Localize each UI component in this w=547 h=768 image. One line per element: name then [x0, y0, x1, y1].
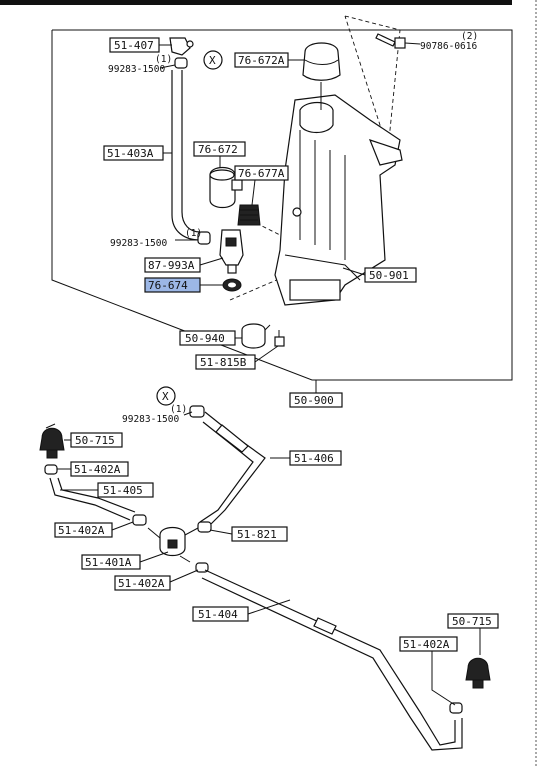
- label-76-677A: 76-677A: [234, 165, 289, 181]
- hose-sleeve: [215, 424, 249, 453]
- clip-joint-left: [132, 514, 147, 526]
- label-50-715-right: 50-715: [447, 613, 499, 629]
- svg-text:87-993A: 87-993A: [148, 259, 195, 272]
- svg-text:51-404: 51-404: [198, 608, 238, 621]
- hose-51-403A-b: [181, 70, 201, 233]
- svg-text:51-407: 51-407: [114, 39, 154, 52]
- tank-dashed-outline: [344, 15, 401, 151]
- label-51-406: 51-406: [289, 450, 342, 466]
- label-qty-top: (1): [155, 54, 172, 65]
- hose-marker: [313, 617, 337, 635]
- nozzle-right: [465, 657, 491, 689]
- label-51-404: 51-404: [192, 606, 249, 622]
- label-51-815B: 51-815B: [195, 354, 256, 370]
- x-marker-top-circle: [203, 50, 223, 70]
- svg-text:51-401A: 51-401A: [85, 556, 132, 569]
- label-76-672A: 76-672A: [234, 52, 289, 68]
- svg-text:50-900: 50-900: [294, 394, 334, 407]
- reservoir-tank: [274, 94, 403, 306]
- label-90786: 90786-0616: [420, 41, 477, 52]
- label-87-993A: 87-993A: [144, 257, 201, 273]
- svg-text:51-402A: 51-402A: [118, 577, 165, 590]
- label-50-901: 50-901: [364, 267, 417, 283]
- label-51-402A-b: 51-402A: [54, 522, 113, 538]
- label-51-407: 51-407: [109, 37, 160, 53]
- bolt: [375, 33, 406, 49]
- hose-51-404-b: [201, 577, 463, 751]
- svg-text:51-402A: 51-402A: [58, 524, 105, 537]
- hose-51-405-b: [57, 477, 136, 513]
- svg-text:76-672: 76-672: [198, 143, 238, 156]
- clip-nozzle-left: [44, 464, 58, 475]
- label-qty-mid: (1): [185, 228, 202, 239]
- label-51-403A: 51-403A: [103, 145, 164, 161]
- clip-mid: [197, 231, 211, 245]
- bracket: [241, 323, 271, 349]
- svg-text:76-672A: 76-672A: [238, 54, 285, 67]
- svg-text:51-405: 51-405: [103, 484, 143, 497]
- three-way-joint: [147, 526, 199, 563]
- svg-text:51-402A: 51-402A: [74, 463, 121, 476]
- label-50-940: 50-940: [179, 330, 236, 346]
- svg-text:51-406: 51-406: [294, 452, 334, 465]
- assembly-outline: [51, 29, 513, 381]
- pump-motor: [209, 166, 243, 209]
- svg-text:51-815B: 51-815B: [200, 356, 247, 369]
- label-99283-mid: 99283-1500: [110, 238, 167, 249]
- clip-joint-right: [197, 521, 212, 533]
- label-51-402A-d: 51-402A: [399, 636, 458, 652]
- clip-nozzle-right: [449, 702, 463, 714]
- clip-lower-joint: [195, 562, 209, 573]
- label-x-top: X: [209, 54, 216, 67]
- label-99283-top: 99283-1500: [108, 64, 165, 75]
- leader-90786: [404, 42, 421, 45]
- svg-text:76-677A: 76-677A: [238, 167, 285, 180]
- washer-pump: [219, 229, 244, 274]
- svg-text:51-402A: 51-402A: [403, 638, 450, 651]
- label-50-900: 50-900: [289, 392, 343, 408]
- x-marker-bottom-circle: [156, 386, 176, 406]
- pump-seal: [222, 278, 242, 292]
- label-x-bottom: X: [162, 390, 169, 403]
- svg-text:51-403A: 51-403A: [107, 147, 154, 160]
- hose-51-404-a: [204, 569, 456, 746]
- label-51-405: 51-405: [97, 482, 154, 498]
- svg-text:50-940: 50-940: [185, 332, 225, 345]
- label-51-821: 51-821: [231, 526, 288, 542]
- svg-text:50-901: 50-901: [369, 269, 409, 282]
- label-51-402A-c: 51-402A: [114, 575, 171, 591]
- label-76-674-highlighted: 76-674: [144, 277, 201, 293]
- bracket-bolt: [274, 330, 285, 347]
- svg-text:76-674: 76-674: [148, 279, 188, 292]
- clip-lower: [189, 405, 205, 418]
- label-qty-bottom: (1): [170, 404, 187, 415]
- label-99283-bottom: 99283-1500: [122, 414, 179, 425]
- elbow-joint-top: [169, 37, 194, 69]
- leader-lines: [57, 44, 481, 706]
- label-51-401A: 51-401A: [81, 554, 141, 570]
- label-51-402A-a: 51-402A: [70, 461, 129, 477]
- svg-text:50-715: 50-715: [452, 615, 492, 628]
- filler-cap: [302, 42, 341, 110]
- svg-text:50-715: 50-715: [75, 434, 115, 447]
- top-rule: [0, 0, 512, 5]
- grommet: [237, 204, 261, 226]
- label-76-672: 76-672: [193, 141, 246, 157]
- hose-51-405-a: [49, 477, 131, 521]
- label-50-715-left: 50-715: [70, 432, 123, 448]
- svg-text:51-821: 51-821: [237, 528, 277, 541]
- label-qty-bolt: (2): [461, 31, 478, 42]
- nozzle-left: [39, 423, 65, 459]
